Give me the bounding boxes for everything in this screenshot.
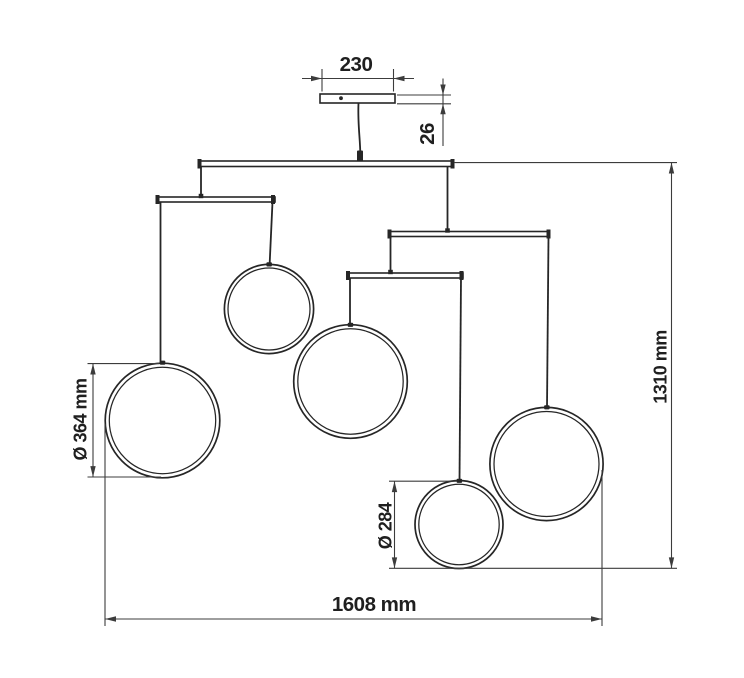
arrowhead xyxy=(391,557,398,569)
arrowhead xyxy=(668,557,675,569)
cable-attachment-nub xyxy=(357,150,363,162)
suspension-cable xyxy=(357,102,362,157)
arrowhead xyxy=(440,84,446,95)
main-bar-right-cap xyxy=(450,159,455,169)
dimension-label-large-ring: Ø 364 mm xyxy=(71,378,91,460)
canopy-mounting-dot xyxy=(339,96,343,101)
sub-bar-right-lower-right-cap xyxy=(459,271,464,280)
sub-bar-left xyxy=(155,193,276,204)
main-bar-left-cap xyxy=(197,159,202,169)
dimension-label-overall-height: 1310 mm xyxy=(651,330,671,404)
arrowhead xyxy=(391,481,398,493)
dimension-canopy-width: 230 xyxy=(302,53,414,92)
arrowhead xyxy=(90,363,96,375)
dimension-large-ring: Ø 364 mm xyxy=(71,363,161,478)
sub-bar-right-lower xyxy=(346,269,464,280)
ring-bottom-small xyxy=(414,479,504,570)
dimension-small-ring: Ø 284 xyxy=(376,480,457,569)
wire-to-upper-small-ring xyxy=(268,201,274,266)
arrowhead xyxy=(90,466,96,477)
wire-to-right-large-ring xyxy=(546,236,550,409)
dimension-overall-width: 1608 mm xyxy=(104,424,603,626)
canopy-plate xyxy=(319,93,396,104)
dimension-label-canopy-width: 230 xyxy=(340,53,373,76)
arrowhead xyxy=(440,103,446,115)
dimension-label-canopy-height: 26 xyxy=(416,123,439,145)
sub-bar-left-right-cap xyxy=(271,195,275,204)
main-bar xyxy=(197,159,455,169)
ring-upper-small xyxy=(223,263,315,355)
dimension-canopy-height: 26 xyxy=(397,78,451,146)
sub-bar-right-lower-left-cap xyxy=(346,271,350,280)
arrowhead xyxy=(105,616,116,622)
sub-bar-left-left-cap xyxy=(155,195,160,204)
dimension-overall-height: 1310 mm xyxy=(454,162,677,569)
dimension-label-overall-width: 1608 mm xyxy=(332,593,416,616)
sub-bar-right-upper xyxy=(387,228,551,239)
arrowhead xyxy=(668,162,675,174)
sub-bar-right-upper-right-cap xyxy=(546,229,551,239)
ring-right-large xyxy=(489,406,604,522)
ceiling-canopy xyxy=(319,93,396,104)
arrowhead xyxy=(311,75,322,82)
ring-left-large xyxy=(104,362,221,479)
wire-to-bottom-small-ring xyxy=(458,277,462,482)
arrowhead xyxy=(393,75,405,82)
dimension-label-small-ring: Ø 284 xyxy=(376,502,396,549)
sub-bar-right-upper-left-cap xyxy=(387,229,392,239)
ring-middle-large xyxy=(292,323,409,440)
arrowhead xyxy=(591,616,602,622)
